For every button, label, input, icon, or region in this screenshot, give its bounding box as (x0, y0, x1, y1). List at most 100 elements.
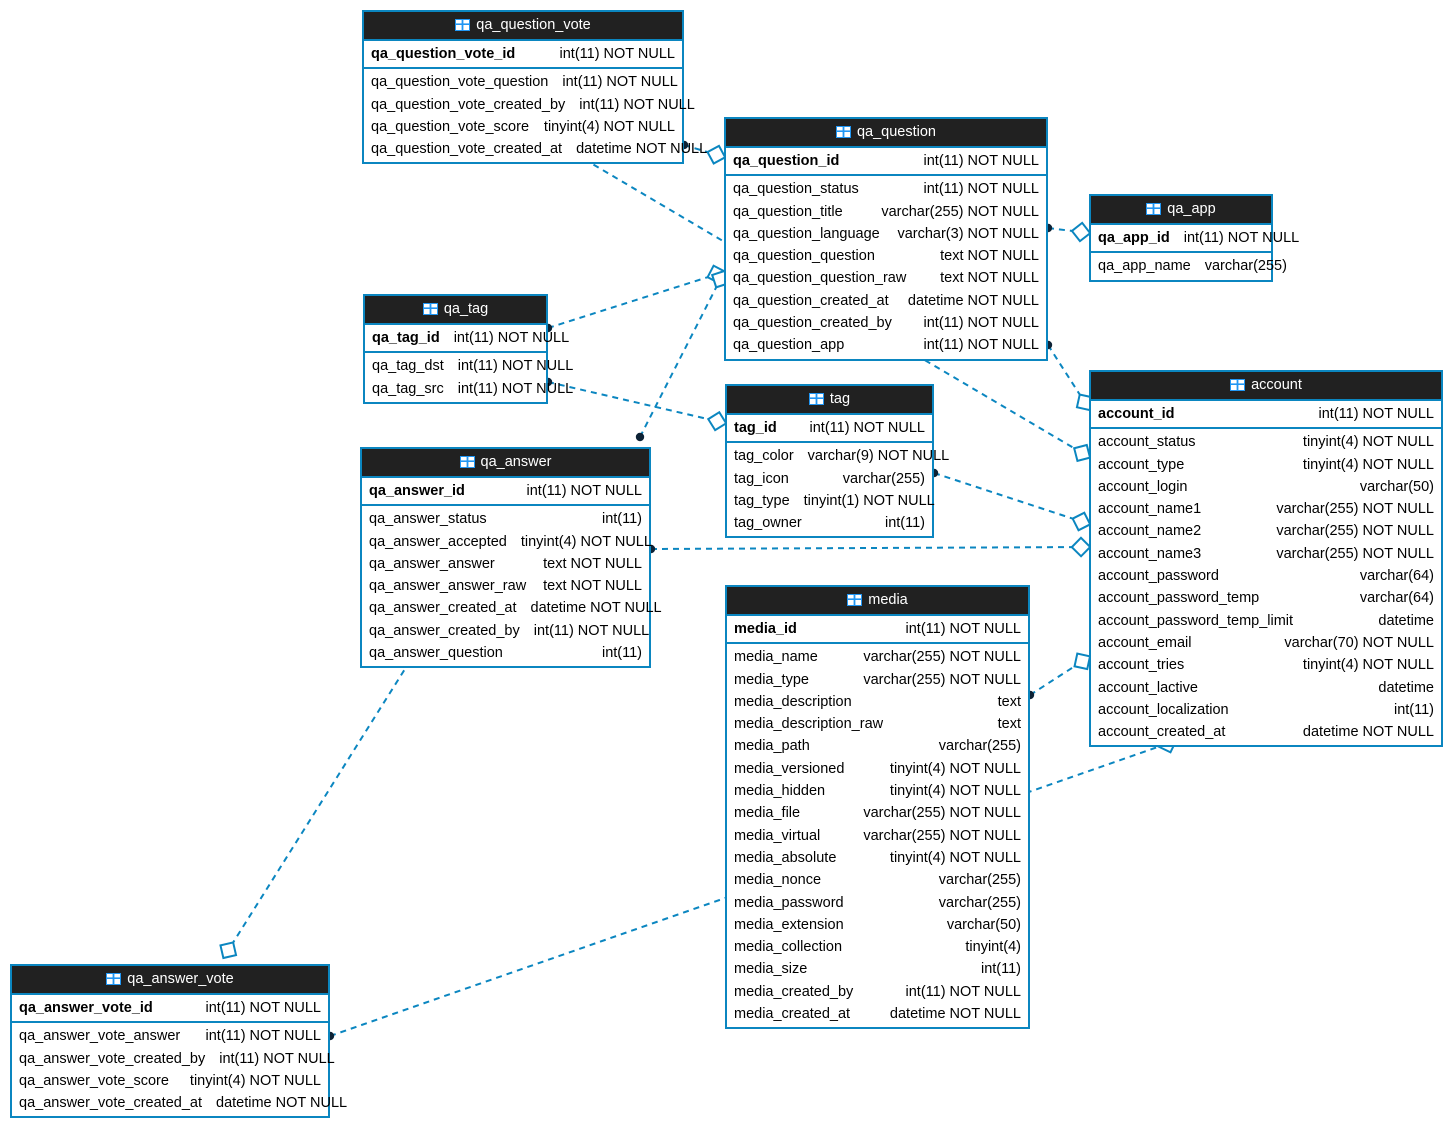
column-name: media_name (734, 649, 818, 666)
column-type: tinyint(4) NOT NULL (889, 849, 1021, 866)
column-name: account_id (1098, 406, 1175, 422)
entity-title: qa_question_vote (476, 17, 591, 33)
entity-header-qa_answer[interactable]: qa_answer (362, 449, 649, 476)
entity-title: media (868, 592, 908, 608)
column-name: qa_answer_created_at (369, 600, 517, 617)
entity-header-qa_answer_vote[interactable]: qa_answer_vote (12, 966, 328, 993)
entity-header-qa_tag[interactable]: qa_tag (365, 296, 546, 323)
column-type: varchar(255) NOT NULL (863, 827, 1021, 844)
entity-header-media[interactable]: media (727, 587, 1028, 614)
entity-header-tag[interactable]: tag (727, 386, 932, 413)
entity-header-qa_app[interactable]: qa_app (1091, 196, 1271, 223)
column-type: int(11) NOT NULL (533, 622, 650, 639)
column-name: qa_question_id (733, 153, 840, 169)
column-type: text (997, 716, 1021, 733)
entity-header-account[interactable]: account (1091, 372, 1441, 399)
entity-header-qa_question_vote[interactable]: qa_question_vote (364, 12, 682, 39)
column-name: qa_answer_vote_created_by (19, 1050, 206, 1067)
column-type: varchar(3) NOT NULL (897, 225, 1039, 242)
entity-header-qa_question[interactable]: qa_question (726, 119, 1046, 146)
